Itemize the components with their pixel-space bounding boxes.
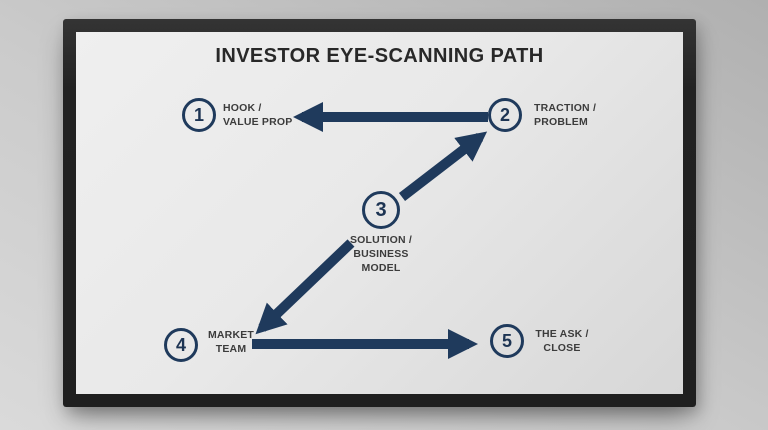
step-5-label: THE ASK / CLOSE: [535, 328, 589, 354]
step-2-circle: 2: [488, 98, 522, 132]
step-4-circle: 4: [164, 328, 198, 362]
step-3-circle: 3: [362, 191, 400, 229]
step-5-number: 5: [501, 330, 512, 351]
arrow-3-to-2: [398, 131, 488, 201]
step-4-label: MARKET TEAM: [207, 329, 255, 355]
step-1-label: HOOK / VALUE PROP: [223, 102, 293, 128]
step-4-number: 4: [175, 334, 186, 355]
slide: INVESTOR EYE-SCANNING PATH 1 HOOK / VALU…: [76, 32, 683, 394]
step-3-label: SOLUTION / BUSINESS MODEL: [349, 234, 413, 274]
screen-frame: INVESTOR EYE-SCANNING PATH 1 HOOK / VALU…: [63, 19, 696, 407]
step-2-number: 2: [499, 104, 510, 125]
slide-title: INVESTOR EYE-SCANNING PATH: [215, 45, 544, 67]
step-1-circle: 1: [182, 98, 216, 132]
step-1-number: 1: [193, 104, 204, 125]
arrows-layer: [252, 102, 488, 359]
step-5-circle: 5: [490, 324, 524, 358]
step-3-number: 3: [375, 198, 387, 221]
arrow-3-to-4: [255, 239, 355, 335]
step-2-label: TRACTION / PROBLEM: [534, 102, 597, 128]
